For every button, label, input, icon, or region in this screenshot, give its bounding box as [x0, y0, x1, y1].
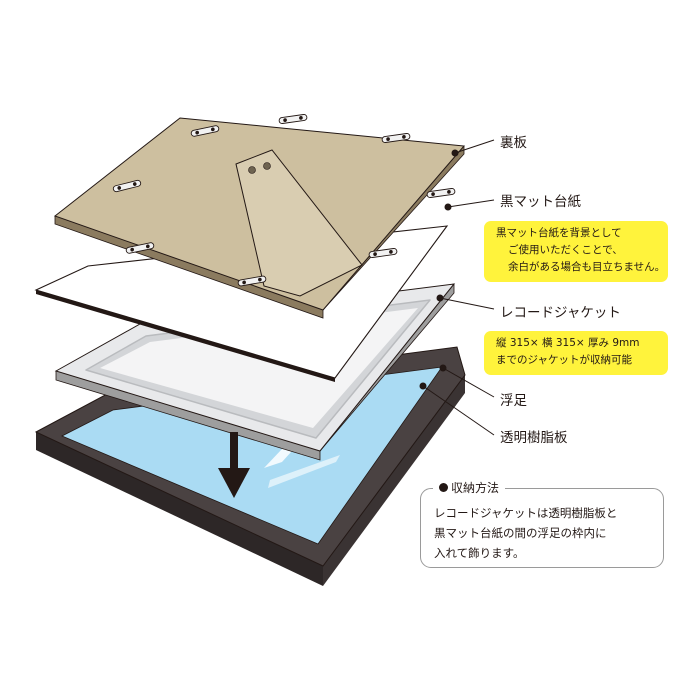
mat-callout: 黒マット台紙を背景として ご使用いただくことで、 余白がある場合も目立ちません。 [484, 221, 668, 282]
mat-board [0, 0, 36, 290]
label-back-board: 裏板 [500, 135, 527, 151]
label-spacer: 浮足 [500, 393, 527, 409]
howto-title: 収納方法 [433, 479, 506, 496]
stand-hole-left [248, 166, 256, 174]
clip [190, 125, 220, 137]
acrylic-shine-3 [268, 455, 340, 488]
size-callout-line: 縦 315× 横 315× 厚み 9mm [496, 337, 640, 349]
label-acrylic: 透明樹脂板 [500, 430, 568, 446]
label-black-mat: 黒マット台紙 [500, 194, 581, 210]
howto-line: レコードジャケットは透明樹脂板と [434, 506, 618, 520]
clip [278, 114, 308, 124]
bullet-icon [439, 483, 448, 492]
arrow-head-icon [218, 468, 250, 498]
record-jacket-edge [36, 290, 335, 382]
arrow-shaft [230, 432, 238, 472]
clip-group [112, 114, 456, 287]
size-callout-line: までのジャケットが収納可能 [496, 354, 632, 366]
clip [237, 275, 267, 287]
stand-hole-right [263, 162, 271, 170]
mat-callout-line: 黒マット台紙を背景として [496, 227, 622, 239]
howto-box: 収納方法 レコードジャケットは透明樹脂板と 黒マット台紙の間の浮足の枠内に 入れ… [420, 479, 664, 568]
insert-arrow [218, 432, 250, 498]
howto-body: レコードジャケットは透明樹脂板と 黒マット台紙の間の浮足の枠内に 入れて飾ります… [434, 503, 617, 563]
frame-side-right [323, 375, 465, 586]
mat-sheet [0, 0, 36, 290]
howto-title-text: 収納方法 [451, 481, 500, 495]
mat-callout-line: 余白がある場合も目立ちません。 [508, 261, 666, 273]
clip [381, 133, 411, 143]
howto-line: 入れて飾ります。 [434, 546, 525, 560]
stand-leg [235, 149, 363, 297]
clip [125, 242, 155, 254]
clip [426, 188, 456, 198]
back-board [53, 114, 466, 319]
size-callout: 縦 315× 横 315× 厚み 9mm までのジャケットが収納可能 [484, 331, 668, 375]
frame-side [36, 432, 323, 586]
howto-line: 黒マット台紙の間の浮足の枠内に [434, 526, 607, 540]
clip [112, 179, 142, 193]
clip [368, 248, 398, 258]
mat-callout-line: ご使用いただくことで、 [508, 244, 623, 256]
leader-lines [419, 139, 495, 436]
label-record-jacket: レコードジャケット [500, 305, 621, 321]
